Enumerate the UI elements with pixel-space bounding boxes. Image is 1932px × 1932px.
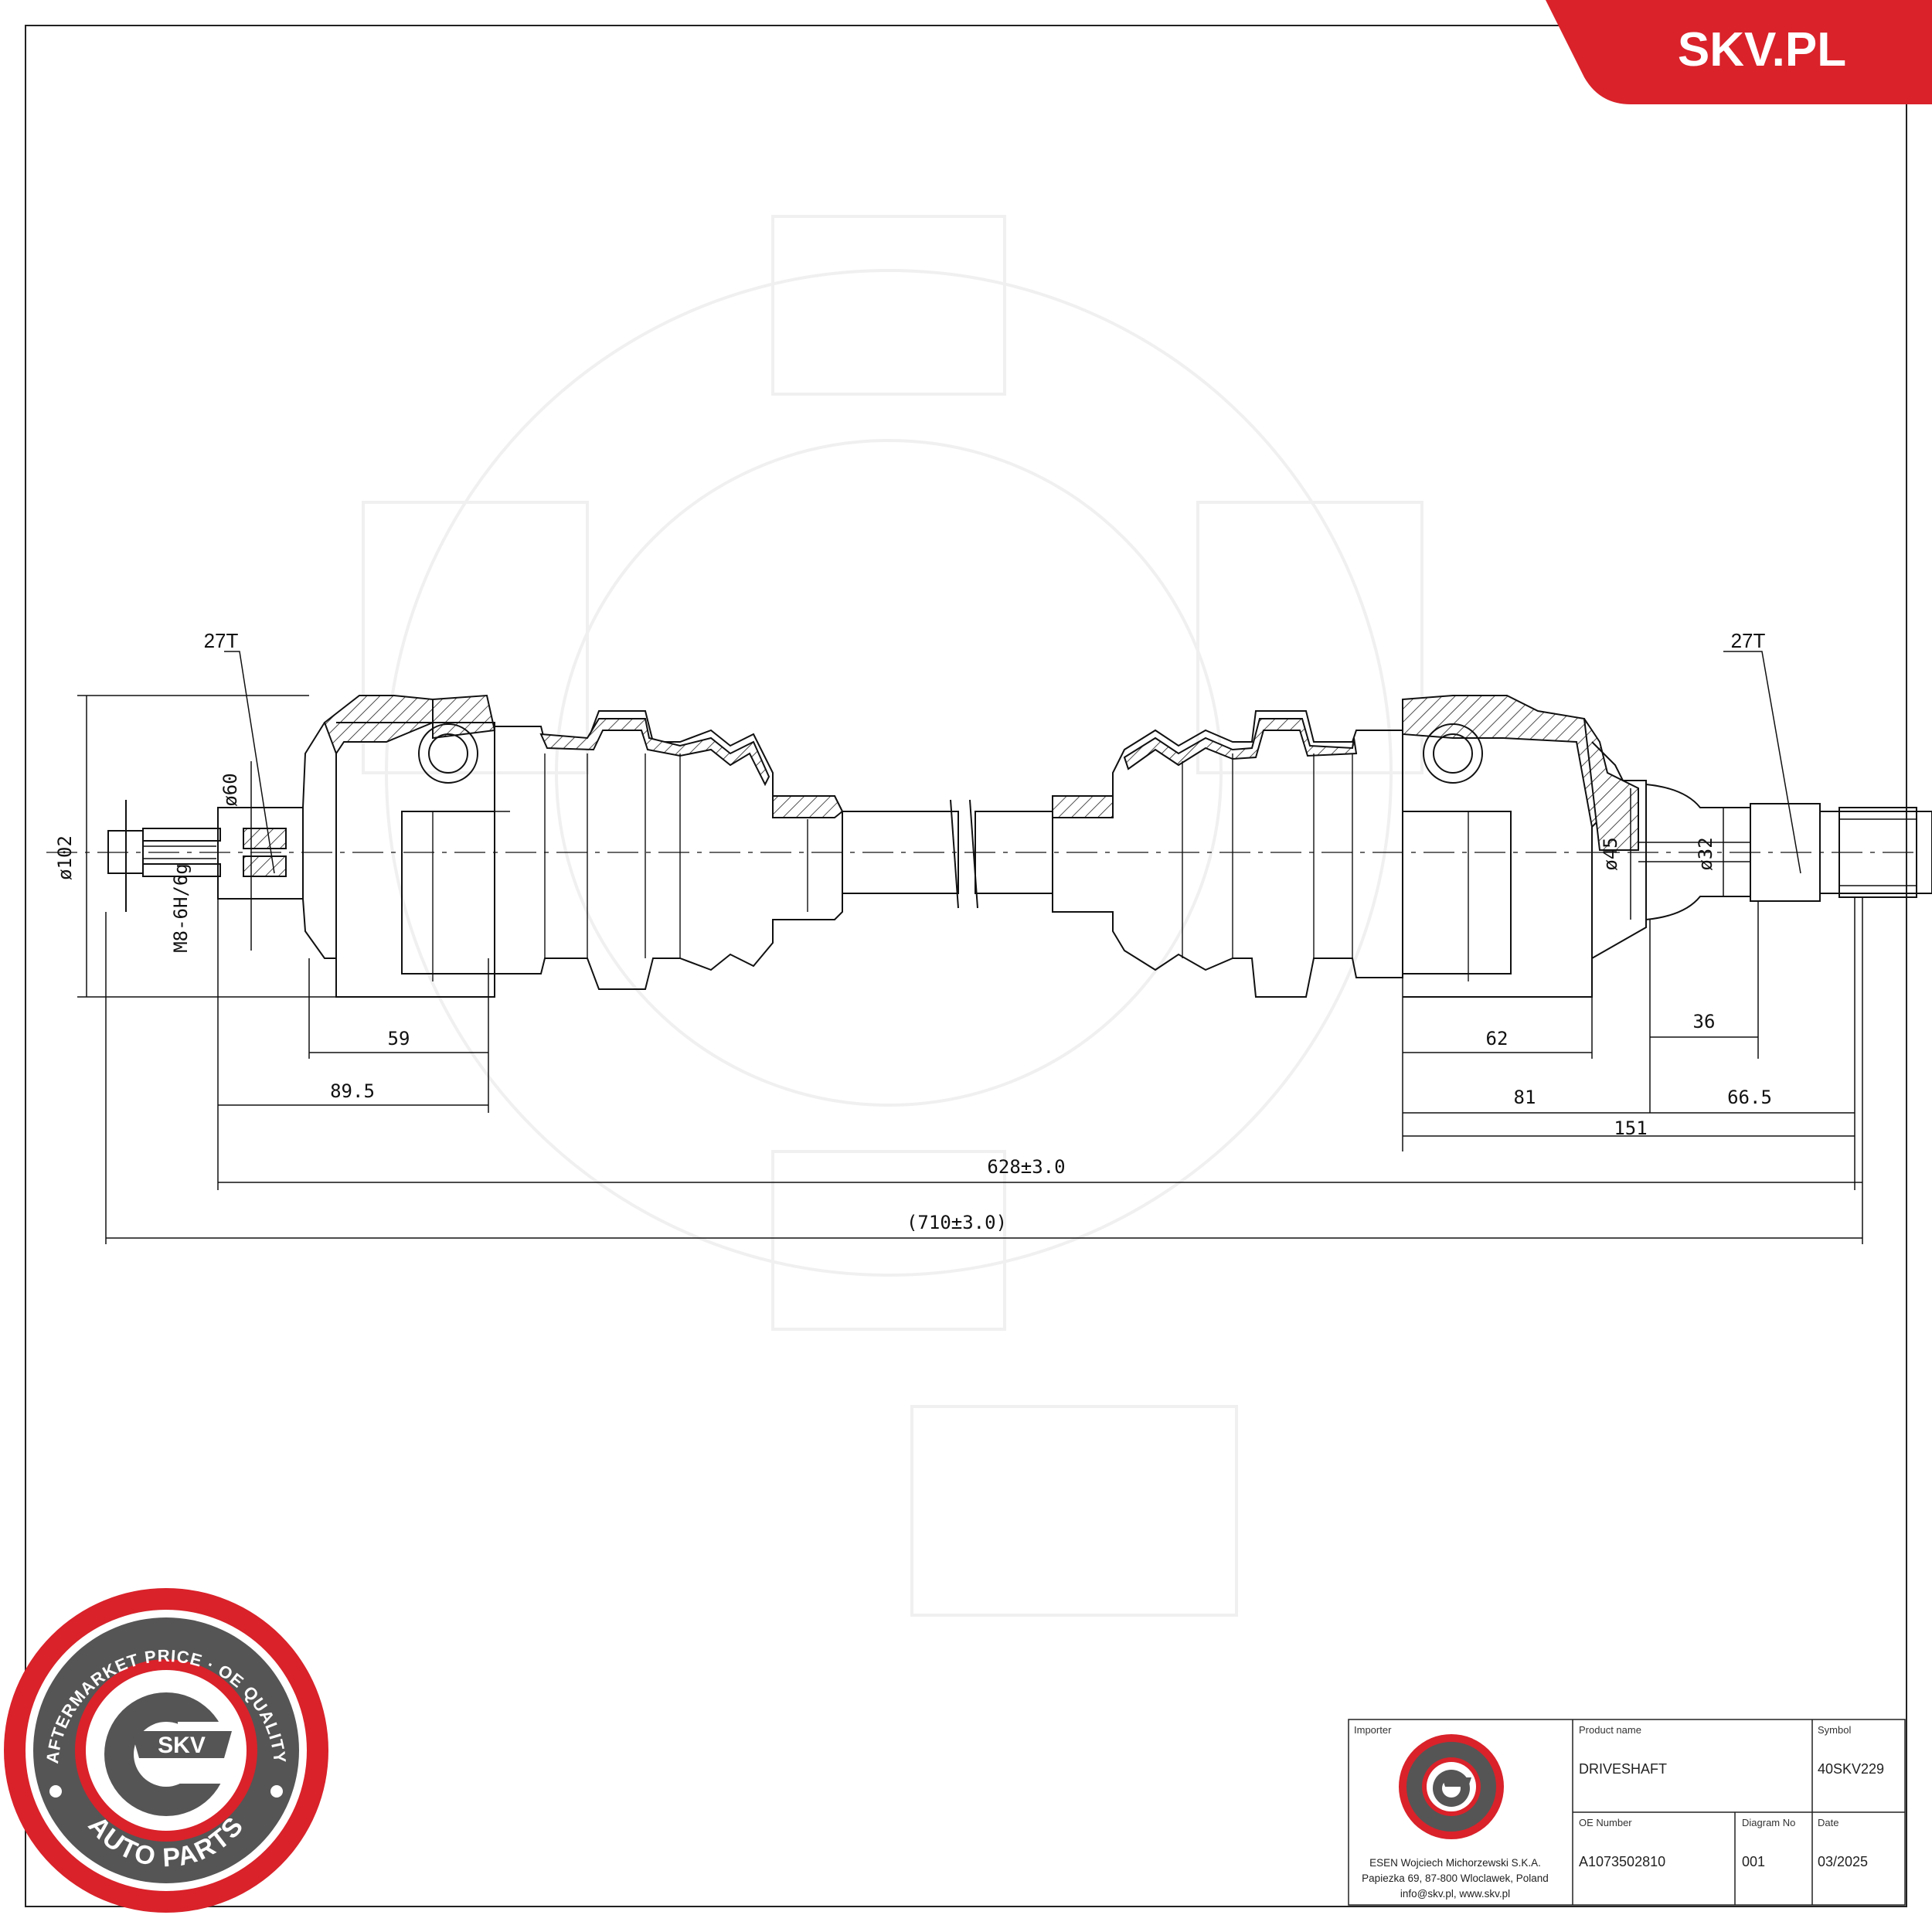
dia-45-label: ø45 — [1600, 837, 1621, 870]
dim-89-5-label: 89.5 — [330, 1080, 375, 1102]
oe-number-value: A1073502810 — [1579, 1854, 1665, 1869]
dim-66-5-label: 66.5 — [1727, 1087, 1772, 1108]
dia-60-label: ø60 — [219, 773, 241, 806]
dim-59-label: 59 — [388, 1028, 410, 1049]
oe-number-label: OE Number — [1579, 1817, 1632, 1828]
dim-710-label: (710±3.0) — [906, 1212, 1007, 1233]
dim-81-label: 81 — [1514, 1087, 1536, 1108]
thread-label: M8-6H/6g — [170, 863, 192, 953]
product-name-value: DRIVESHAFT — [1579, 1761, 1667, 1777]
dim-628-label: 628±3.0 — [987, 1156, 1065, 1178]
frame-border — [25, 25, 1907, 1907]
importer-address-line3: info@skv.pl, www.skv.pl — [1400, 1888, 1510, 1900]
importer-seal-logo — [1399, 1734, 1504, 1839]
dim-36-label: 36 — [1693, 1011, 1716, 1032]
diagram-no-label: Diagram No — [1742, 1817, 1795, 1828]
spline-right-label: 27T — [1731, 629, 1766, 652]
importer-label: Importer — [1354, 1724, 1392, 1736]
date-label: Date — [1818, 1817, 1838, 1828]
importer-address-line2: Papiezka 69, 87-800 Wloclawek, Poland — [1362, 1872, 1549, 1884]
dimension-labels: 27T 27T ø102 ø60 M8-6H/6g ø45 ø32 59 89.… — [54, 629, 1772, 1233]
skv-seal-logo: SKV AFTERMARKET PRICE · OE QUALITY AUTO … — [4, 1588, 328, 1913]
dim-151-label: 151 — [1614, 1117, 1647, 1139]
importer-address-line1: ESEN Wojciech Michorzewski S.K.A. — [1369, 1857, 1541, 1869]
symbol-label: Symbol — [1818, 1724, 1851, 1736]
dia-32-label: ø32 — [1695, 837, 1716, 870]
spline-left-label: 27T — [204, 629, 239, 652]
date-value: 03/2025 — [1818, 1854, 1868, 1869]
symbol-value: 40SKV229 — [1818, 1761, 1884, 1777]
product-name-label: Product name — [1579, 1724, 1641, 1736]
dim-62-label: 62 — [1486, 1028, 1509, 1049]
dimension-lines — [77, 651, 1863, 1244]
brand-site-text: SKV.PL — [1678, 23, 1846, 77]
title-block: Importer Product name Symbol DRIVESHAFT … — [1348, 1719, 1906, 1906]
driveshaft-outline — [107, 694, 1932, 998]
dia-102-label: ø102 — [54, 835, 76, 880]
seal-center-text: SKV — [158, 1733, 206, 1758]
brand-corner-tab: SKV.PL — [1546, 0, 1932, 104]
gear-watermark — [362, 215, 1423, 1617]
diagram-no-value: 001 — [1742, 1854, 1765, 1869]
